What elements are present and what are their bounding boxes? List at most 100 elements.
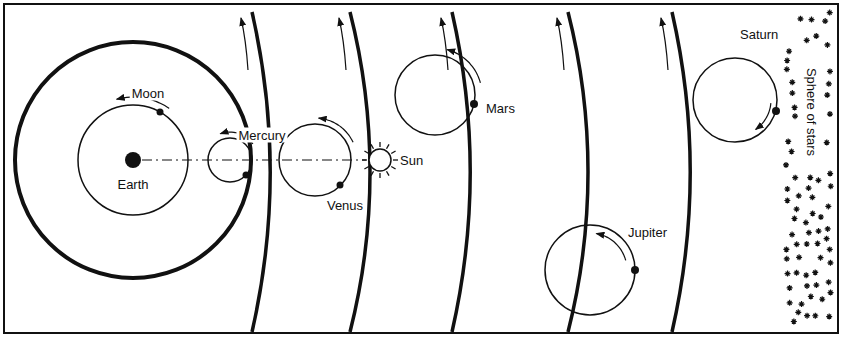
star bbox=[818, 255, 824, 261]
star bbox=[806, 185, 812, 191]
mercury-dot bbox=[243, 172, 250, 179]
motion-arrow bbox=[661, 18, 668, 70]
star bbox=[818, 214, 824, 220]
star bbox=[784, 66, 790, 72]
jupiter-epicycle bbox=[545, 225, 635, 315]
moon-dot bbox=[157, 109, 164, 116]
star bbox=[827, 246, 833, 252]
sun-ray bbox=[362, 159, 367, 160]
earth-sphere bbox=[15, 42, 251, 278]
body-label: Sun bbox=[398, 153, 425, 168]
venus-dot bbox=[337, 182, 344, 189]
star bbox=[804, 241, 810, 247]
star bbox=[789, 79, 795, 85]
mercury-epicycle bbox=[208, 138, 252, 182]
star bbox=[791, 215, 797, 221]
motion-arrow bbox=[756, 103, 771, 129]
star bbox=[797, 16, 803, 22]
sun-ray bbox=[391, 167, 395, 170]
star bbox=[804, 313, 810, 319]
star bbox=[785, 271, 791, 277]
star bbox=[783, 246, 789, 252]
body-label: Venus bbox=[325, 198, 365, 213]
star bbox=[804, 283, 810, 289]
star bbox=[819, 296, 825, 302]
star bbox=[816, 228, 822, 234]
motion-arrow bbox=[241, 18, 248, 70]
sphere-label: Sphere of stars bbox=[804, 66, 819, 158]
star bbox=[787, 285, 793, 291]
body-label: Jupiter bbox=[626, 225, 669, 240]
star bbox=[789, 148, 795, 154]
star bbox=[827, 260, 833, 266]
star bbox=[822, 18, 828, 24]
star bbox=[806, 230, 812, 236]
star bbox=[824, 140, 830, 146]
jupiter-dot bbox=[631, 266, 639, 274]
frame bbox=[4, 4, 838, 333]
star bbox=[809, 17, 815, 23]
star bbox=[786, 48, 792, 54]
earth-dot bbox=[125, 152, 141, 168]
star bbox=[826, 314, 832, 320]
star bbox=[794, 241, 800, 247]
motion-arrow bbox=[447, 50, 480, 83]
star bbox=[784, 256, 790, 262]
motion-arrow bbox=[596, 234, 625, 261]
sun-symbol bbox=[362, 142, 398, 178]
sun-ray bbox=[364, 151, 368, 154]
sun-disc bbox=[369, 149, 391, 171]
sun-ray bbox=[387, 144, 390, 148]
star bbox=[812, 313, 818, 319]
star bbox=[824, 92, 830, 98]
earth-sun-line bbox=[142, 159, 366, 160]
motion-arrow bbox=[319, 118, 353, 142]
star bbox=[804, 37, 810, 43]
star bbox=[803, 220, 809, 226]
star bbox=[815, 177, 821, 183]
star bbox=[815, 240, 821, 246]
mars-dot bbox=[470, 100, 478, 108]
star bbox=[812, 269, 818, 275]
star bbox=[825, 203, 831, 209]
body-label: Mercury bbox=[237, 128, 288, 143]
star bbox=[824, 236, 830, 242]
star bbox=[828, 290, 834, 296]
star bbox=[783, 162, 789, 168]
star bbox=[784, 198, 790, 204]
sun-ray bbox=[364, 167, 368, 170]
star bbox=[824, 42, 830, 48]
star bbox=[813, 282, 819, 288]
star bbox=[827, 171, 833, 177]
star bbox=[796, 254, 802, 260]
star bbox=[787, 300, 793, 306]
body-label: Saturn bbox=[738, 27, 780, 42]
star bbox=[792, 175, 798, 181]
sun-ray bbox=[391, 151, 395, 154]
body-label: Moon bbox=[130, 86, 167, 101]
star bbox=[825, 226, 831, 232]
star bbox=[784, 186, 790, 192]
star bbox=[789, 90, 795, 96]
star bbox=[803, 272, 809, 278]
star bbox=[827, 68, 833, 74]
star bbox=[799, 301, 805, 307]
sun-ray bbox=[387, 171, 390, 175]
star bbox=[809, 194, 815, 200]
star bbox=[795, 309, 801, 315]
orbit-arrows bbox=[117, 50, 771, 261]
star bbox=[826, 279, 832, 285]
venus-epicycle bbox=[279, 124, 351, 196]
star bbox=[791, 318, 797, 324]
star bbox=[794, 270, 800, 276]
deferent-arc bbox=[568, 12, 588, 332]
sun-ray bbox=[371, 144, 374, 148]
deferent-arc bbox=[672, 12, 690, 332]
deferent-arc bbox=[252, 12, 270, 332]
sun-ray bbox=[379, 173, 380, 178]
star bbox=[792, 113, 798, 119]
sun-ray bbox=[371, 171, 374, 175]
motion-arrow bbox=[441, 18, 448, 70]
deferent-arc bbox=[350, 12, 370, 332]
